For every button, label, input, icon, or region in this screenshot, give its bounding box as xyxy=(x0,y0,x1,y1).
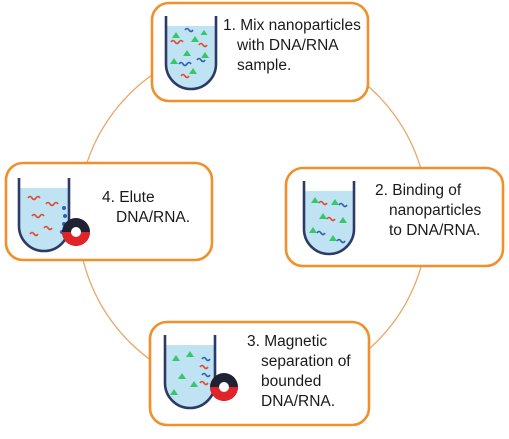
step-2-line-3: to DNA/RNA. xyxy=(389,222,481,239)
step-3-number: 3. xyxy=(247,333,260,350)
step-1-line-1-text: Mix nanoparticles xyxy=(240,17,361,34)
step-2-number: 2. xyxy=(375,182,388,199)
step-4-text: 4. Elute DNA/RNA. xyxy=(102,188,190,228)
step-3-line-2: separation of xyxy=(261,353,351,370)
tube-elute-icon xyxy=(17,178,71,253)
step-1-text: 1. Mix nanoparticles with DNA/RNA sample… xyxy=(223,16,361,76)
captured-dna xyxy=(199,356,211,386)
step-4-line-1: 4. Elute xyxy=(102,188,190,208)
step-1-line-2: with DNA/RNA xyxy=(237,37,339,54)
bound-particles xyxy=(309,197,348,244)
step-2-line-1: 2. Binding of xyxy=(375,181,481,201)
tube-binding-icon xyxy=(302,181,356,256)
step-3-line-1: 3. Magnetic xyxy=(247,332,351,352)
step-2-line-2: nanoparticles xyxy=(389,202,482,219)
step-2-text: 2. Binding of nanoparticles to DNA/RNA. xyxy=(375,181,481,241)
free-particles xyxy=(170,351,198,395)
step-1-number: 1. xyxy=(223,17,236,34)
step-1-line-1: 1. Mix nanoparticles xyxy=(223,16,361,36)
eluted-dna xyxy=(27,195,59,237)
dna-strands xyxy=(170,27,208,79)
nanoparticles xyxy=(170,30,209,74)
step-3-line-4: DNA/RNA. xyxy=(261,393,336,410)
magnet-icon xyxy=(210,373,238,401)
step-3-line-3: bounded xyxy=(261,373,322,390)
step-1-line-3: sample. xyxy=(237,57,292,74)
tube-mix-icon xyxy=(164,16,218,91)
magnet-icon xyxy=(62,218,90,246)
step-4-line-1-text: Elute xyxy=(119,189,155,206)
step-3-text: 3. Magnetic separation of bounded DNA/RN… xyxy=(247,332,351,412)
step-2-line-1-text: Binding of xyxy=(392,182,462,199)
step-3-line-1-text: Magnetic xyxy=(264,333,328,350)
step-4-line-2: DNA/RNA. xyxy=(116,209,191,226)
step-4-number: 4. xyxy=(102,189,115,206)
